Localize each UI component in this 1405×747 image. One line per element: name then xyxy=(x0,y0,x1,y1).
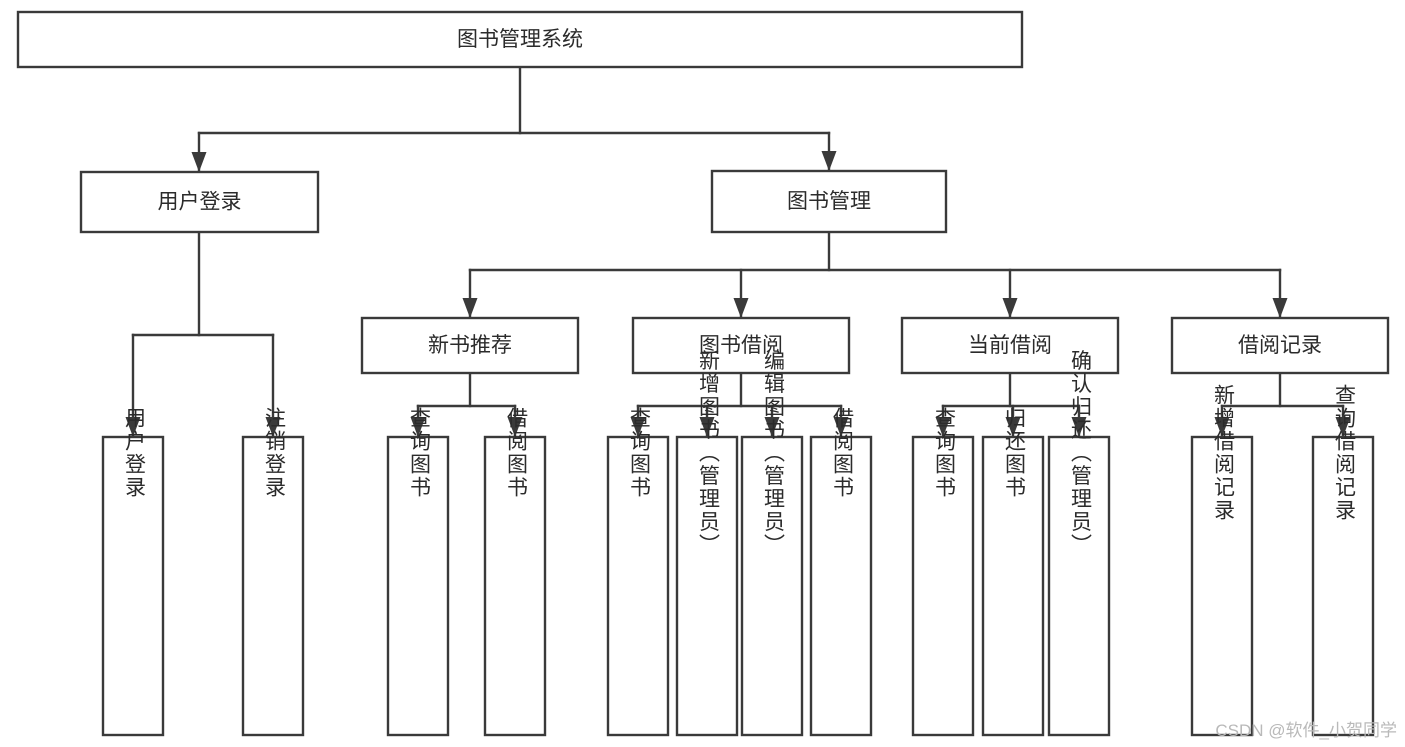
connector-userlogin-to-bus xyxy=(125,230,281,439)
node-borrow-record[interactable]: 借阅记录 xyxy=(1170,316,1390,375)
node-label-leaf-query-book-borrow: 查询图书 xyxy=(627,407,651,499)
connector-recommend-to-bus xyxy=(410,371,523,439)
connector-borrow-to-bus xyxy=(630,371,849,439)
node-box-leaf-query-book-borrow[interactable] xyxy=(606,435,670,737)
node-label-book-borrow: 图书借阅 xyxy=(699,334,783,357)
connector-current-to-bus xyxy=(935,371,1087,439)
node-box-leaf-borrow-book-recommend[interactable] xyxy=(483,435,547,737)
node-leaf-confirm-return-admin[interactable]: 确认归还（管理员） xyxy=(1047,350,1111,737)
connector-bookmgmt-to-bus xyxy=(462,230,1288,320)
node-new-book-recommend[interactable]: 新书推荐 xyxy=(360,316,580,375)
arrow-head-icon xyxy=(1002,298,1018,318)
node-label-book-management: 图书管理 xyxy=(787,190,871,213)
node-label-user-login: 用户登录 xyxy=(158,191,242,214)
node-box-leaf-query-book-recommend[interactable] xyxy=(386,435,450,737)
node-label-leaf-borrow-book: 借阅图书 xyxy=(830,407,854,499)
arrow-head-icon xyxy=(507,417,523,437)
node-leaf-query-book-current[interactable]: 查询图书 xyxy=(911,407,975,737)
node-box-leaf-query-borrow-record[interactable] xyxy=(1311,435,1375,737)
node-leaf-logout-login[interactable]: 注销登录 xyxy=(241,407,305,737)
node-label-leaf-edit-book-admin: 编辑图书（管理员） xyxy=(761,350,785,557)
node-root[interactable]: 图书管理系统 xyxy=(16,10,1024,69)
node-label-new-book-recommend: 新书推荐 xyxy=(428,334,512,357)
node-box-user-login[interactable] xyxy=(79,170,320,234)
arrow-head-icon xyxy=(1005,417,1021,437)
connector-root-to-bus xyxy=(191,65,837,174)
arrow-head-icon xyxy=(191,152,207,172)
node-box-leaf-logout-login[interactable] xyxy=(241,435,305,737)
node-box-leaf-add-book-admin[interactable] xyxy=(675,435,739,737)
node-leaf-query-book-borrow[interactable]: 查询图书 xyxy=(606,407,670,737)
node-box-root[interactable] xyxy=(16,10,1024,69)
arrow-head-icon xyxy=(821,151,837,171)
node-user-login[interactable]: 用户登录 xyxy=(79,170,320,234)
node-label-leaf-user-login: 用户登录 xyxy=(122,407,146,499)
arrow-head-icon xyxy=(1214,417,1230,437)
arrow-head-icon xyxy=(265,417,281,437)
node-leaf-return-book[interactable]: 归还图书 xyxy=(981,407,1045,737)
node-label-leaf-confirm-return-admin: 确认归还（管理员） xyxy=(1068,350,1092,557)
node-leaf-query-borrow-record[interactable]: 查询借阅记录 xyxy=(1311,384,1375,737)
node-box-leaf-query-book-current[interactable] xyxy=(911,435,975,737)
node-leaf-query-book-recommend[interactable]: 查询图书 xyxy=(386,407,450,737)
node-leaf-add-book-admin[interactable]: 新增图书（管理员） xyxy=(675,350,739,737)
arrow-head-icon xyxy=(462,298,478,318)
node-box-book-management[interactable] xyxy=(710,169,948,234)
node-label-leaf-query-book-current: 查询图书 xyxy=(932,407,956,499)
node-leaf-user-login[interactable]: 用户登录 xyxy=(101,407,165,737)
node-layer: 图书管理系统用户登录图书管理新书推荐图书借阅当前借阅借阅记录用户登录注销登录查询… xyxy=(16,10,1390,737)
node-leaf-add-borrow-record[interactable]: 新增借阅记录 xyxy=(1190,384,1254,737)
node-box-current-borrow[interactable] xyxy=(900,316,1120,375)
node-label-leaf-query-book-recommend: 查询图书 xyxy=(407,407,431,499)
node-box-leaf-borrow-book[interactable] xyxy=(809,435,873,737)
node-label-leaf-return-book: 归还图书 xyxy=(1002,407,1026,499)
node-box-book-borrow[interactable] xyxy=(631,316,851,375)
node-box-borrow-record[interactable] xyxy=(1170,316,1390,375)
node-label-leaf-logout-login: 注销登录 xyxy=(262,407,286,499)
node-box-leaf-edit-book-admin[interactable] xyxy=(740,435,804,737)
arrow-head-icon xyxy=(1272,298,1288,318)
node-book-management[interactable]: 图书管理 xyxy=(710,169,948,234)
arrow-head-icon xyxy=(833,417,849,437)
connector-layer xyxy=(125,65,1351,439)
node-box-leaf-add-borrow-record[interactable] xyxy=(1190,435,1254,737)
node-leaf-edit-book-admin[interactable]: 编辑图书（管理员） xyxy=(740,350,804,737)
node-box-new-book-recommend[interactable] xyxy=(360,316,580,375)
node-book-borrow[interactable]: 图书借阅 xyxy=(631,316,851,375)
arrow-head-icon xyxy=(699,417,715,437)
node-label-leaf-add-book-admin: 新增图书（管理员） xyxy=(696,350,720,557)
arrow-head-icon xyxy=(410,417,426,437)
node-label-leaf-add-borrow-record: 新增借阅记录 xyxy=(1211,384,1235,522)
node-label-leaf-query-borrow-record: 查询借阅记录 xyxy=(1332,384,1356,522)
arrow-head-icon xyxy=(1335,417,1351,437)
arrow-head-icon xyxy=(1071,417,1087,437)
node-label-current-borrow: 当前借阅 xyxy=(968,334,1052,357)
node-leaf-borrow-book-recommend[interactable]: 借阅图书 xyxy=(483,407,547,737)
node-label-borrow-record: 借阅记录 xyxy=(1238,334,1322,357)
connector-record-to-bus xyxy=(1214,371,1351,439)
arrow-head-icon xyxy=(630,417,646,437)
node-box-leaf-user-login[interactable] xyxy=(101,435,165,737)
arrow-head-icon xyxy=(733,298,749,318)
node-label-root: 图书管理系统 xyxy=(457,28,583,51)
node-label-leaf-borrow-book-recommend: 借阅图书 xyxy=(504,407,528,499)
arrow-head-icon xyxy=(935,417,951,437)
arrow-head-icon xyxy=(125,417,141,437)
node-current-borrow[interactable]: 当前借阅 xyxy=(900,316,1120,375)
node-box-leaf-return-book[interactable] xyxy=(981,435,1045,737)
arrow-head-icon xyxy=(764,417,780,437)
node-leaf-borrow-book[interactable]: 借阅图书 xyxy=(809,407,873,737)
node-box-leaf-confirm-return-admin[interactable] xyxy=(1047,435,1111,737)
